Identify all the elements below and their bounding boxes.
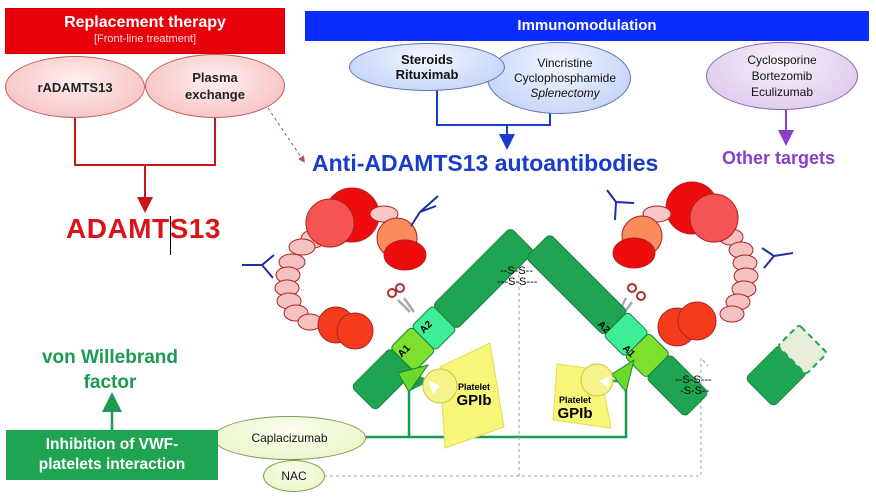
other-drugs-group: Cyclosporine Bortezomib Eculizumab [706,42,858,110]
vwf-label: von Willebrand factor [41,347,178,393]
radamts13-option: rADAMTS13 [5,56,145,118]
adamts13-molecule-left [274,187,427,350]
immunomodulation-connector [436,90,551,150]
plasma-exchange-option: Plasma exchange [145,54,285,118]
replacement-therapy-title: Replacement therapy [64,14,226,31]
antibody-icon [606,189,635,221]
vwf-fragment [746,325,827,406]
immunomodulation-header: Immunomodulation [305,11,869,41]
replacement-therapy-subtitle: [Front-line treatment] [93,33,197,45]
inhibition-box: Inhibition of VWF- platelets interaction [6,430,218,480]
disulfide-bond-top-2: ---S-S--- [497,276,538,288]
antibody-icon [410,195,439,227]
platelet-right [552,363,614,429]
steroids-rituximab-group: Steroids Rituximab [349,43,505,91]
antibody-icon [242,254,275,279]
adamts13-molecule-right [612,181,759,347]
platelet-right-label: Platelet GPIb [557,395,593,422]
platelet-left [422,342,505,449]
caplacizumab-option: Caplacizumab [213,416,366,460]
disulfide-bond-right-2: -S-S-- [680,385,710,397]
vincristine-group: Vincristine Cyclophosphamide Splenectomy [487,42,631,114]
replacement-connector [74,118,216,213]
disulfide-bond-top: --S-S-- [500,265,533,277]
scissors-icon [387,283,416,313]
platelet-left-label: Platelet GPIb [456,382,492,409]
nac-option: NAC [263,460,325,492]
replacement-therapy-header: Replacement therapy [Front-line treatmen… [5,8,285,54]
anti-adamts13-label: Anti-ADAMTS13 autoantibodies [312,150,659,176]
other-targets-label: Other targets [722,148,836,168]
antibody-icon [761,247,794,269]
disulfide-bond-right: --S-S--- [675,374,712,386]
vwf-left-arm [352,229,533,410]
vwf-right-arm [527,235,708,416]
text-cursor [170,216,171,255]
plasma-exchange-dashed-arrow [267,107,305,163]
adamts13-label: ADAMTS13 [66,213,221,244]
